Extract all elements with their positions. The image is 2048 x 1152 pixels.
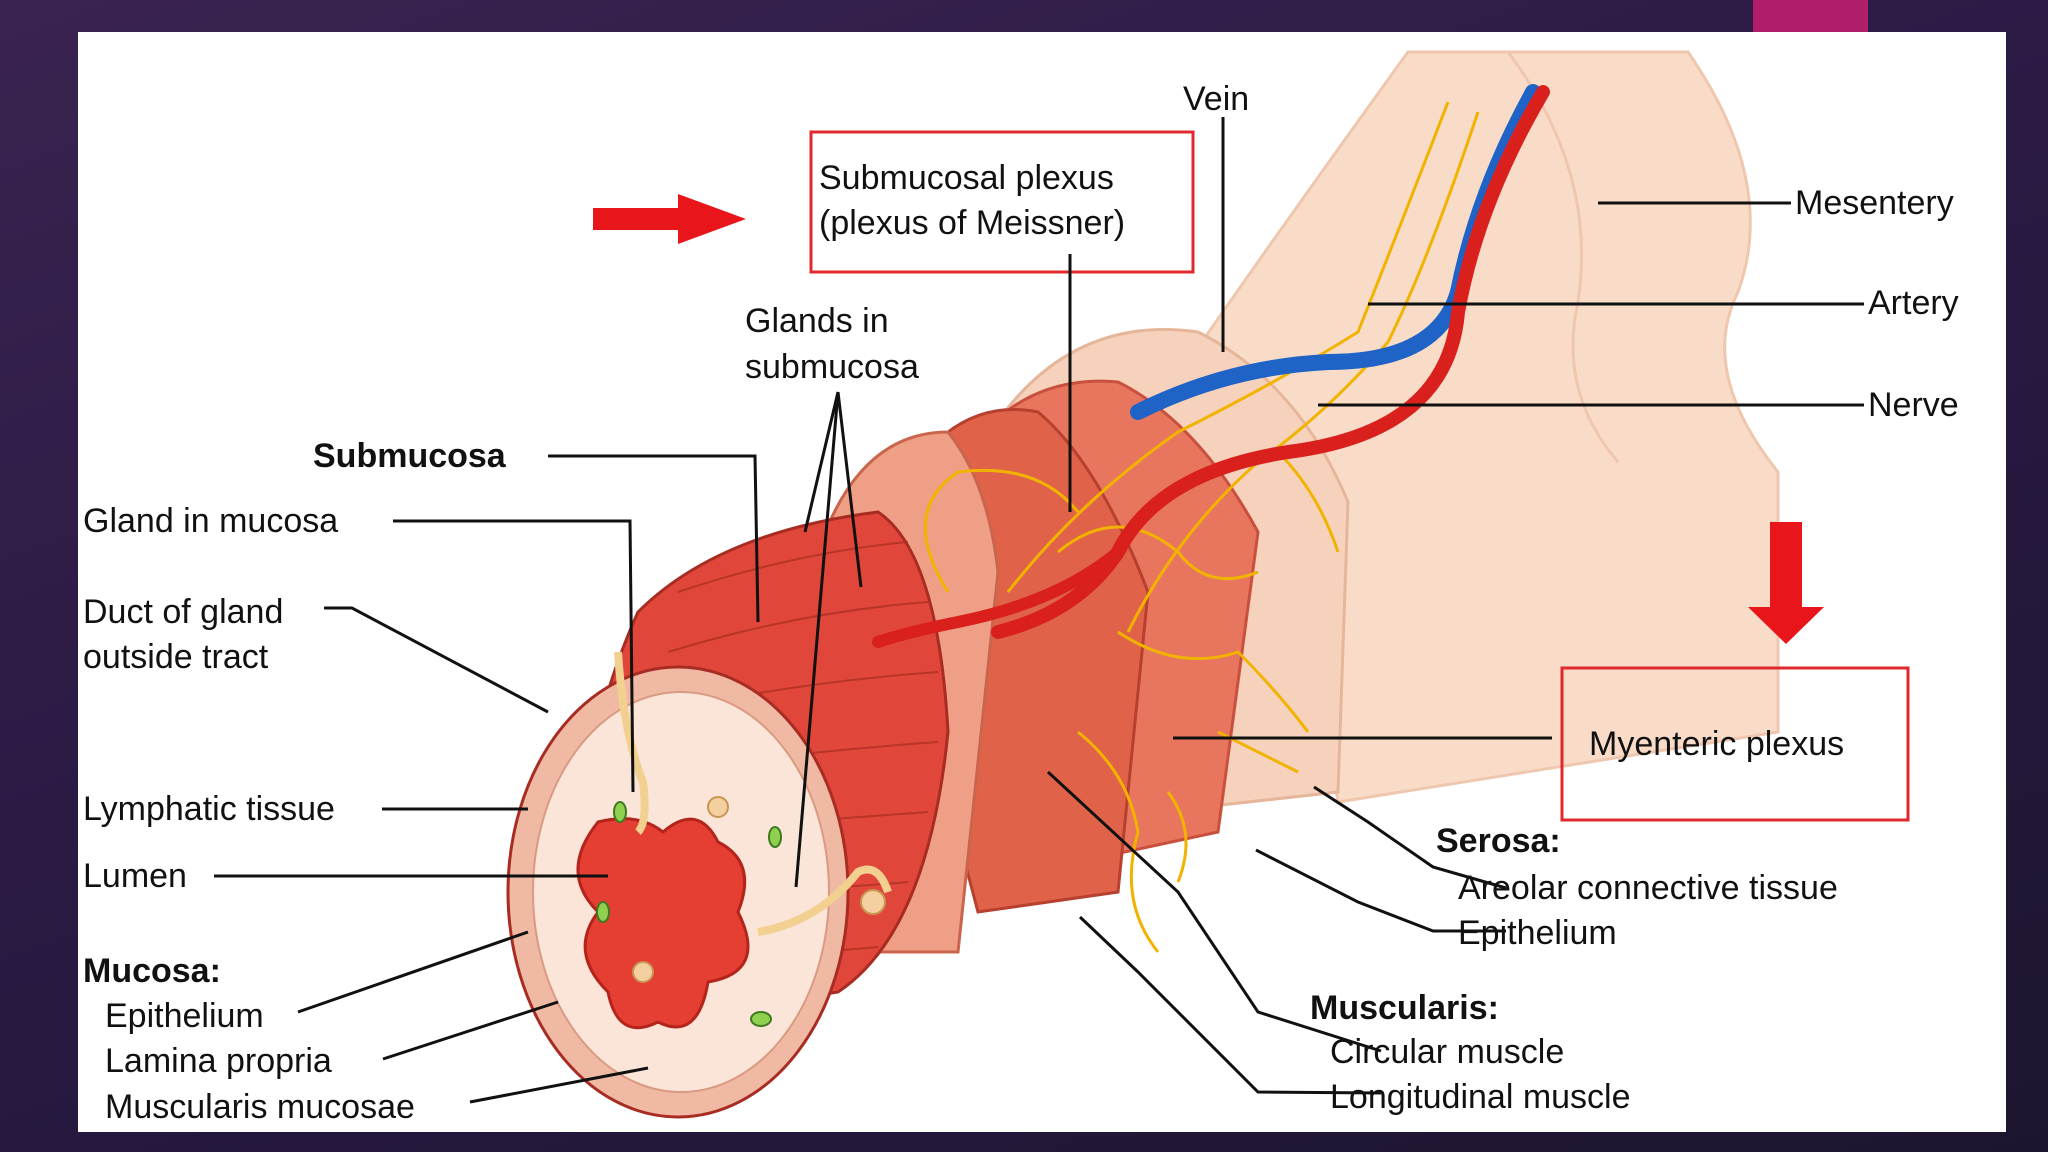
artery-branch [872,546,1124,648]
mesentery-fold [1506,51,1620,463]
gi-tract-diagram: Vein Submucosal plexus (plexus of Meissn… [83,50,1959,1126]
down-arrow-icon [1748,522,1824,644]
leader-lines [214,117,1864,1104]
label-muscularis-mucosae: Muscularis mucosae [105,1088,415,1126]
label-areolar-connective-tissue: Areolar connective tissue [1458,869,1838,907]
label-mucosa: Mucosa: [83,952,221,990]
label-mucosa-epithelium: Epithelium [105,997,264,1035]
label-serosa: Serosa: [1436,822,1561,860]
label-submucosal-plexus-line1: Submucosal plexus [819,159,1114,197]
label-lamina-propria: Lamina propria [105,1042,332,1080]
gland-duct-submucosa [757,865,892,936]
label-gland-in-mucosa: Gland in mucosa [83,502,338,540]
label-longitudinal-muscle: Longitudinal muscle [1330,1078,1631,1116]
lumen-shape [576,817,750,1030]
label-mesentery: Mesentery [1795,184,1954,222]
label-duct-of-gland-line1: Duct of gland [83,593,283,631]
label-glands-submucosa-line2: submucosa [745,348,919,386]
label-lumen: Lumen [83,857,187,895]
label-submucosal-plexus-line2: (plexus of Meissner) [819,204,1125,242]
nerve-network [923,101,1480,953]
label-glands-submucosa-line1: Glands in [745,302,889,340]
gland-submucosa [860,889,886,915]
label-muscularis: Muscularis: [1310,989,1499,1027]
gland-mucosa-lower [632,961,654,983]
label-myenteric-plexus: Myenteric plexus [1589,725,1844,763]
diagram-panel: Vein Submucosal plexus (plexus of Meissn… [78,32,2006,1132]
myenteric-plexus-highlight-box [1560,666,1910,822]
artery-vessel [991,85,1550,639]
gland-mucosa [707,796,729,818]
duct-of-gland [614,651,649,835]
label-artery: Artery [1868,284,1959,322]
label-nerve: Nerve [1868,386,1959,424]
label-duct-of-gland-line2: outside tract [83,638,269,676]
label-lymphatic-tissue: Lymphatic tissue [83,790,335,828]
label-vein: Vein [1183,80,1249,118]
label-submucosa: Submucosa [313,437,507,475]
lymphatic-nodules [596,801,782,1027]
right-arrow-icon [593,194,746,244]
slide-accent-bar [1753,0,1868,32]
submucosal-plexus-highlight-box [809,130,1195,274]
label-circular-muscle: Circular muscle [1330,1033,1564,1071]
label-serosa-epithelium: Epithelium [1458,914,1617,952]
